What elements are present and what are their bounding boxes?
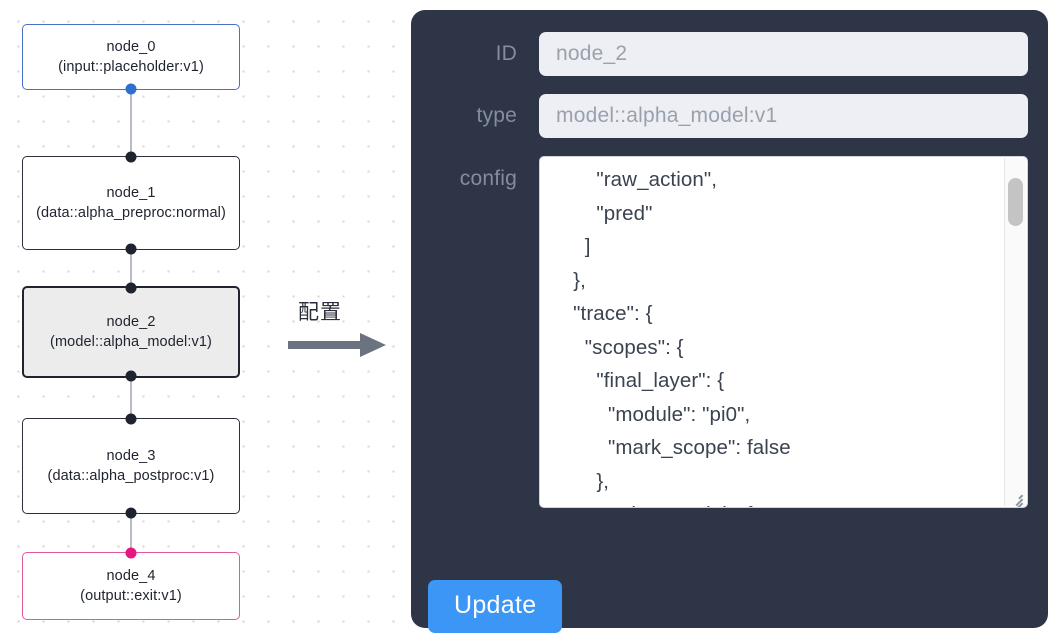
config-textarea[interactable]: "raw_action", "pred" ] }, "trace": { "sc… <box>573 168 791 507</box>
config-scrollbar[interactable] <box>1004 158 1026 506</box>
graph-node-label: node_0 (input::placeholder:v1) <box>58 39 204 75</box>
node-handle-bottom-icon[interactable] <box>125 370 137 382</box>
node-handle-bottom-icon[interactable] <box>125 83 137 95</box>
node-handle-top-icon[interactable] <box>125 282 137 294</box>
graph-node-node_3[interactable]: node_3 (data::alpha_postproc:v1) <box>22 413 240 519</box>
resize-grip-icon[interactable] <box>1009 490 1025 507</box>
node-handle-bottom-icon[interactable] <box>125 243 137 255</box>
edge-node2-node3 <box>130 378 132 418</box>
node-handle-bottom-icon[interactable] <box>125 507 137 519</box>
type-field-label: type <box>476 104 517 127</box>
update-button[interactable]: Update <box>428 580 563 633</box>
configure-annotation: 配置 <box>288 296 396 366</box>
graph-node-node_0[interactable]: node_0 (input::placeholder:v1) <box>22 24 240 95</box>
config-textarea-wrapper[interactable]: "raw_action", "pred" ] }, "trace": { "sc… <box>539 156 1028 508</box>
graph-node-node_4[interactable]: node_4 (output::exit:v1) <box>22 547 240 620</box>
edge-node3-node4 <box>130 514 132 552</box>
config-field-label: config <box>459 167 517 190</box>
graph-node-node_1[interactable]: node_1 (data::alpha_preproc:normal) <box>22 151 240 255</box>
graph-node-node_2[interactable]: node_2 (model::alpha_model:v1) <box>22 282 240 382</box>
type-input[interactable]: model::alpha_model:v1 <box>539 94 1028 138</box>
config-field-row: config "raw_action", "pred" ] }, "trace"… <box>431 156 1028 508</box>
graph-node-label: node_4 (output::exit:v1) <box>80 568 182 604</box>
node-handle-top-icon[interactable] <box>125 151 137 163</box>
id-input[interactable]: node_2 <box>539 32 1028 76</box>
node-handle-top-icon[interactable] <box>125 413 137 425</box>
id-field-label: ID <box>495 42 517 65</box>
arrow-right-icon <box>288 333 386 357</box>
edge-node1-node2 <box>130 250 132 286</box>
config-scrollbar-thumb[interactable] <box>1008 178 1023 226</box>
node-handle-top-icon[interactable] <box>125 547 137 559</box>
edge-node0-node1 <box>130 90 132 156</box>
node-inspector-panel: ID node_2 type model::alpha_model:v1 con… <box>411 10 1048 633</box>
graph-node-label: node_3 (data::alpha_postproc:v1) <box>47 448 215 484</box>
graph-node-label: node_1 (data::alpha_preproc:normal) <box>36 185 226 221</box>
arrow-label: 配置 <box>298 300 342 324</box>
id-field-row: ID node_2 <box>431 32 1028 76</box>
type-field-row: type model::alpha_model:v1 <box>431 94 1028 138</box>
graph-node-label: node_2 (model::alpha_model:v1) <box>50 314 212 350</box>
